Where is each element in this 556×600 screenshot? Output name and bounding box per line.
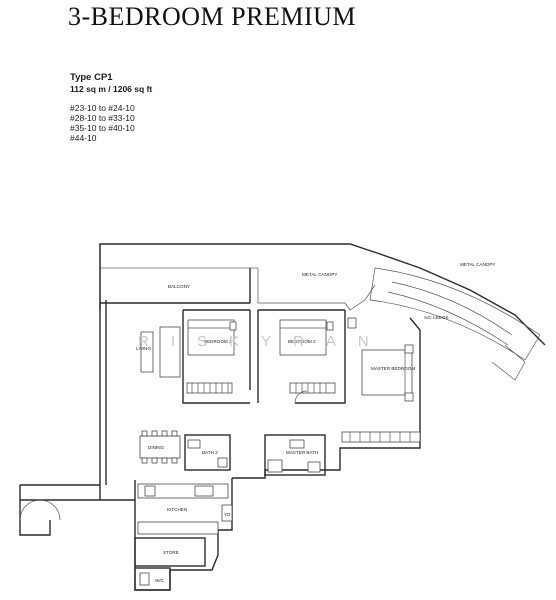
bath-2: BATH 2 xyxy=(184,434,231,471)
outer-walls xyxy=(19,243,546,591)
unit-info: Type CP1 112 sq m / 1206 sq ft #23-10 to… xyxy=(70,72,152,143)
bedroom-3: BEDROOM 3 xyxy=(182,309,251,404)
label-bedroom-2: BEDROOM 2 xyxy=(288,339,316,344)
store: STORE xyxy=(134,537,206,567)
metal-canopy-top: METAL CANOPY xyxy=(257,268,376,311)
label-living: LIVING xyxy=(136,346,151,351)
living: LIVING xyxy=(136,326,181,378)
metal-canopy-curved: METAL CANOPY A/C LEDGE xyxy=(369,262,541,381)
entrance-door xyxy=(19,499,61,521)
kitchen: KITCHEN YD xyxy=(137,483,233,535)
label-wc: W/C xyxy=(155,578,165,583)
balcony: BALCONY xyxy=(99,244,258,304)
label-metal-canopy-2: METAL CANOPY xyxy=(460,262,495,267)
master-bath: MASTER BATH xyxy=(264,434,326,476)
unit-type: Type CP1 xyxy=(70,72,113,83)
wc: W/C xyxy=(134,567,171,591)
label-yard: YD xyxy=(224,512,231,517)
label-store: STORE xyxy=(163,550,179,555)
label-master-bath: MASTER BATH xyxy=(286,450,318,455)
unit-stack: #23-10 to #24-10 xyxy=(70,102,135,113)
label-kitchen: KITCHEN xyxy=(167,507,187,512)
label-ac-ledge: A/C LEDGE xyxy=(424,315,449,320)
label-bath-2: BATH 2 xyxy=(202,450,218,455)
page-title: 3-BEDROOM PREMIUM xyxy=(68,2,357,31)
unit-area: 112 sq m / 1206 sq ft xyxy=(70,84,153,94)
unit-stack: #28-10 to #33-10 xyxy=(70,112,135,123)
label-master-bedroom: MASTER BEDROOM xyxy=(371,366,415,371)
label-metal-canopy: METAL CANOPY xyxy=(302,272,337,277)
label-balcony: BALCONY xyxy=(168,284,190,289)
unit-stacks: #23-10 to #24-10 #28-10 to #33-10 #35-10… xyxy=(70,103,152,143)
master-bedroom: MASTER BEDROOM xyxy=(341,344,421,443)
bedroom-2: BEDROOM 2 xyxy=(257,309,357,404)
label-dining: DINING xyxy=(148,445,165,450)
dining: DINING xyxy=(139,430,181,464)
unit-stack: #35-10 to #40-10 xyxy=(70,122,135,133)
unit-stack: #44-10 xyxy=(70,132,97,143)
watermark: RISKYRAN xyxy=(138,333,391,350)
label-bedroom-3: BEDROOM 3 xyxy=(204,339,232,344)
